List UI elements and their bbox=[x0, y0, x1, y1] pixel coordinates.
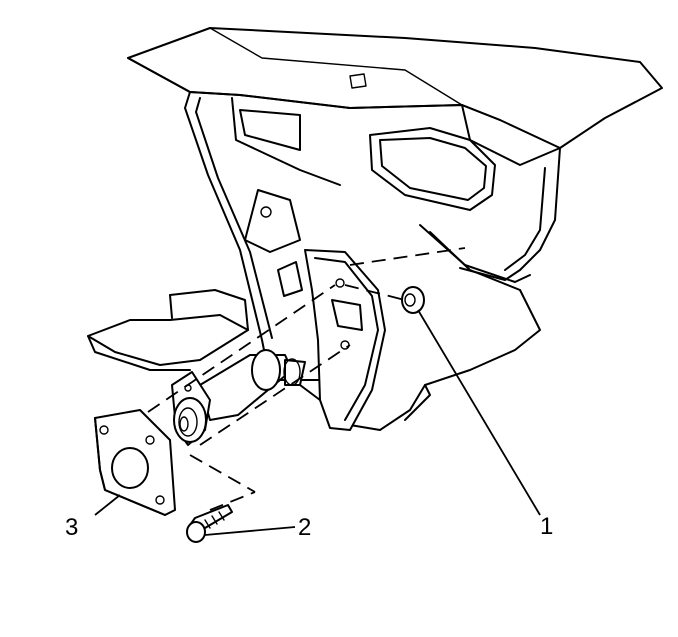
alignment-dashed-lines bbox=[147, 247, 466, 511]
vehicle-body-housing bbox=[184, 91, 561, 431]
callout-label-3: 3 bbox=[65, 514, 78, 541]
mounting-bolt bbox=[186, 504, 233, 543]
callout-leaders bbox=[94, 309, 541, 536]
callout-label-2: 2 bbox=[298, 514, 311, 541]
retaining-nut bbox=[401, 286, 425, 314]
retainer-plate bbox=[94, 409, 176, 516]
mounting-bracket bbox=[304, 249, 386, 431]
upper-frame-crossmember bbox=[127, 27, 663, 166]
lower-support-pad bbox=[87, 289, 249, 371]
callout-label-1: 1 bbox=[540, 513, 553, 540]
steering-shaft-assembly bbox=[171, 349, 306, 446]
